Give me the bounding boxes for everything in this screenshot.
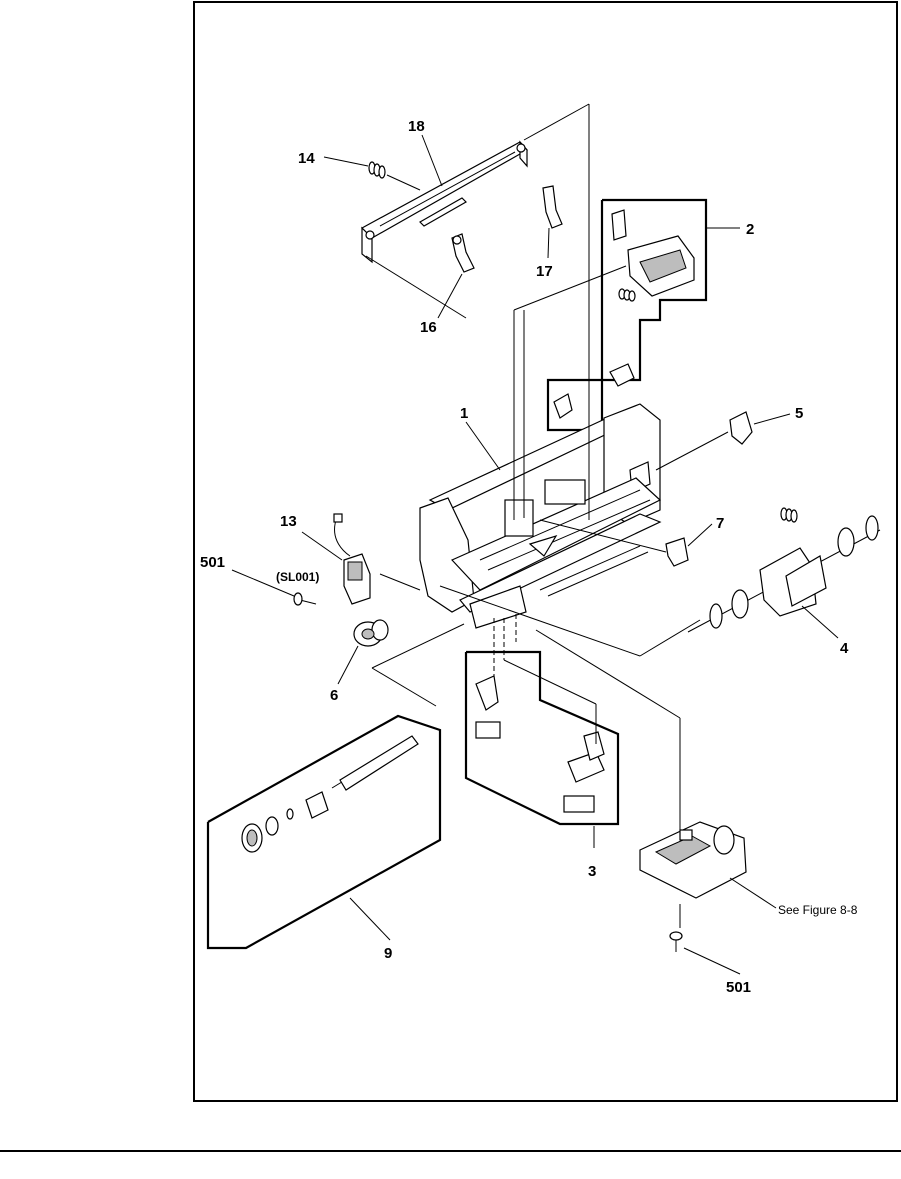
- see-figure-8-8-assembly: [639, 821, 747, 899]
- callout-see-figure: See Figure 8-8: [778, 903, 858, 917]
- figure-frame: [193, 1, 898, 1102]
- callout-14: 14: [298, 150, 315, 167]
- part-6-gear: [353, 619, 389, 647]
- part-17-lever: [542, 185, 563, 229]
- callout-17: 17: [536, 263, 553, 280]
- callout-13: 13: [280, 513, 297, 530]
- part-2-kit-box: [546, 198, 708, 432]
- callout-5: 5: [795, 405, 803, 422]
- callout-labels: 18 14 2 17 16 1 5 13 7 501 (SL001) 4 6 3…: [200, 118, 858, 996]
- part-14-spring: [368, 161, 421, 191]
- part-9-kit-box: [206, 714, 442, 950]
- part-4-roller: [687, 507, 881, 633]
- callout-501-bottom: 501: [726, 979, 751, 996]
- assembly-lines: [365, 103, 729, 928]
- callout-9: 9: [384, 945, 392, 962]
- part-501-screw-bottom: [669, 931, 683, 952]
- part-18-rail: [361, 140, 528, 264]
- part-13-solenoid: [333, 513, 371, 605]
- callout-4: 4: [840, 640, 849, 657]
- callout-sl001: (SL001): [276, 570, 319, 584]
- callout-501-left: 501: [200, 554, 225, 571]
- part-3-kit-box: [464, 650, 620, 826]
- callout-2: 2: [746, 221, 754, 238]
- callout-3: 3: [588, 863, 596, 880]
- part-1-main-frame: [419, 403, 662, 629]
- part-16-lever: [451, 233, 475, 273]
- callout-7: 7: [716, 515, 724, 532]
- part-501-screw-left: [293, 592, 317, 606]
- callout-1: 1: [460, 405, 468, 422]
- callout-6: 6: [330, 687, 338, 704]
- callout-16: 16: [420, 319, 437, 336]
- callout-leaders: [231, 134, 839, 975]
- part-5-clip: [729, 411, 753, 445]
- callout-18: 18: [408, 118, 425, 135]
- footer-rule: [0, 1150, 901, 1152]
- part-7-clip: [665, 537, 689, 567]
